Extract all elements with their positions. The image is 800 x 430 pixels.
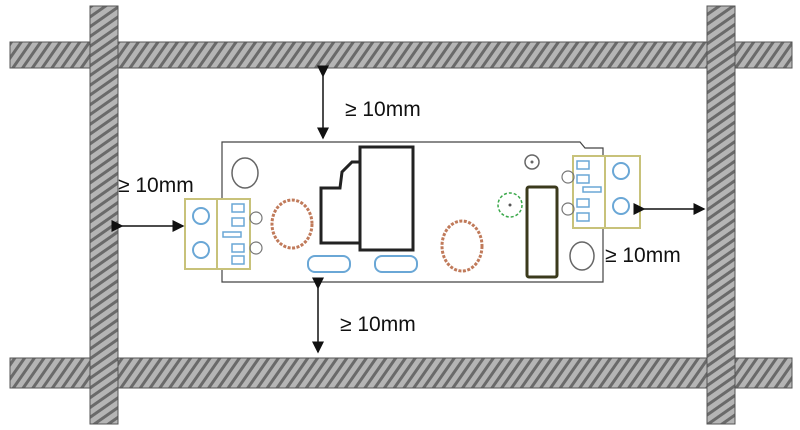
fuse-pad xyxy=(307,255,351,273)
top-clearance-label: ≥ 10mm xyxy=(345,98,421,121)
terminal-block-right xyxy=(561,155,641,229)
coil-component xyxy=(440,219,484,273)
mounting-hole xyxy=(569,241,595,271)
led xyxy=(497,192,523,218)
coil-component xyxy=(270,198,314,250)
rebar-left xyxy=(89,5,119,425)
rebar-top xyxy=(9,41,793,69)
fuse-pad xyxy=(374,255,418,273)
rebar-bottom xyxy=(9,357,793,389)
pcb-board xyxy=(221,141,604,283)
terminal-block-left xyxy=(184,198,263,270)
left-clearance-label: ≥ 10mm xyxy=(118,174,194,197)
bottom-clearance-label: ≥ 10mm xyxy=(340,313,416,336)
capacitor xyxy=(525,185,559,279)
right-clearance-label: ≥ 10mm xyxy=(605,244,681,267)
mounting-hole xyxy=(231,157,259,189)
rebar-right xyxy=(706,5,736,425)
relay xyxy=(358,145,415,252)
